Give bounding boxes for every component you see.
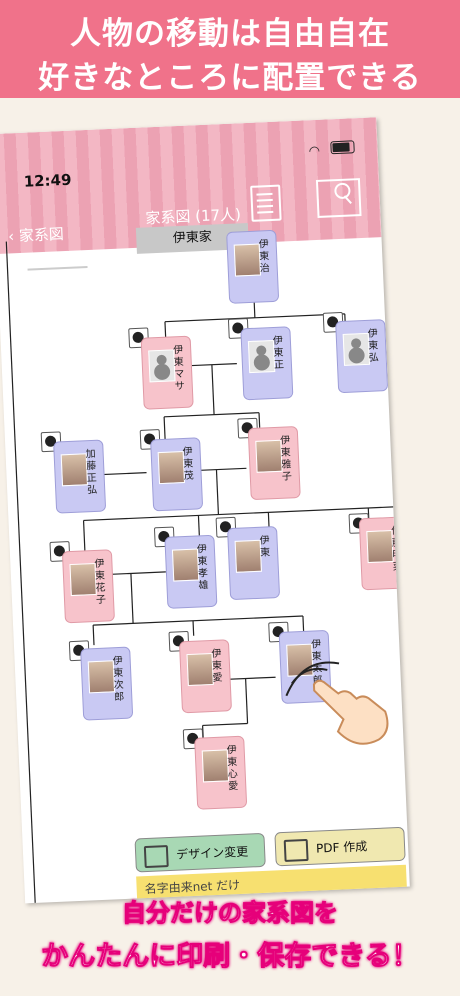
design-icon <box>143 845 169 869</box>
person-photo <box>87 660 116 694</box>
banner-line-1: 人物の移動は自由自在 <box>70 16 390 52</box>
person-card[interactable]: 伊藤明菜 <box>358 516 410 591</box>
person-name: 加藤正弘 <box>85 448 98 497</box>
footer-caption-2: かんたんに印刷・保存できる！ <box>41 941 419 973</box>
person-photo <box>234 539 262 573</box>
person-card[interactable]: 伊東治 <box>226 229 280 304</box>
person-photo <box>366 529 394 564</box>
person-card[interactable]: 伊東花子 <box>61 549 115 624</box>
person-card[interactable]: 伊東孝雄 <box>164 534 218 609</box>
person-name: 伊東孝雄 <box>196 544 209 592</box>
pdf-create-button[interactable]: PDF 作成 <box>274 826 406 867</box>
person-card[interactable]: 伊東正 <box>240 326 294 401</box>
person-card[interactable]: 伊東愛 <box>178 639 233 714</box>
footer-caption-1: 自分だけの家系図を <box>122 899 339 928</box>
person-photo <box>233 243 262 277</box>
phone-screen: 12:49 ◠ ‹ 家系図 家系図 (17人) 伊東家 <box>0 117 410 904</box>
design-change-label: デザイン変更 <box>175 844 249 862</box>
design-change-button[interactable]: デザイン変更 <box>134 832 266 873</box>
person-name: 伊東 <box>259 535 271 559</box>
person-name: 伊東愛 <box>211 648 223 684</box>
pdf-create-label: PDF 作成 <box>315 839 368 856</box>
person-photo <box>157 451 186 485</box>
person-photo <box>148 349 176 383</box>
person-name: 伊東正 <box>272 335 285 371</box>
person-card[interactable]: 伊東茂 <box>150 437 204 512</box>
person-name: 伊東花子 <box>94 558 107 606</box>
person-photo <box>201 749 230 783</box>
promo-banner: 人物の移動は自由自在 好きなところに配置できる <box>0 0 460 98</box>
person-photo <box>255 439 283 473</box>
person-photo <box>186 652 214 687</box>
person-name: 伊藤明菜 <box>391 525 404 573</box>
person-photo <box>171 548 200 582</box>
person-photo <box>69 562 97 597</box>
person-photo <box>247 339 276 374</box>
person-card[interactable]: 伊東弘 <box>335 319 389 394</box>
person-name: 伊東茂 <box>182 446 194 483</box>
banner-line-2: 好きなところに配置できる <box>38 60 422 96</box>
pdf-icon <box>283 838 309 862</box>
person-card[interactable]: 伊東マサ <box>140 335 194 410</box>
person-name: 伊東マサ <box>173 344 186 393</box>
person-name: 伊東次郎 <box>112 655 125 704</box>
person-card[interactable]: 伊東心愛 <box>194 735 248 810</box>
person-photo <box>342 332 371 366</box>
person-name: 伊東心愛 <box>226 744 239 793</box>
drag-hand-icon <box>285 661 389 745</box>
person-card[interactable]: 伊東次郎 <box>80 646 134 721</box>
person-photo <box>60 453 89 487</box>
person-name: 伊東弘 <box>367 328 379 364</box>
person-card[interactable]: 加藤正弘 <box>53 439 107 514</box>
person-name: 伊東雅子 <box>280 435 293 483</box>
person-card[interactable]: 伊東雅子 <box>247 426 301 501</box>
person-card[interactable]: 伊東 <box>227 526 281 601</box>
person-name: 伊東治 <box>258 239 270 275</box>
